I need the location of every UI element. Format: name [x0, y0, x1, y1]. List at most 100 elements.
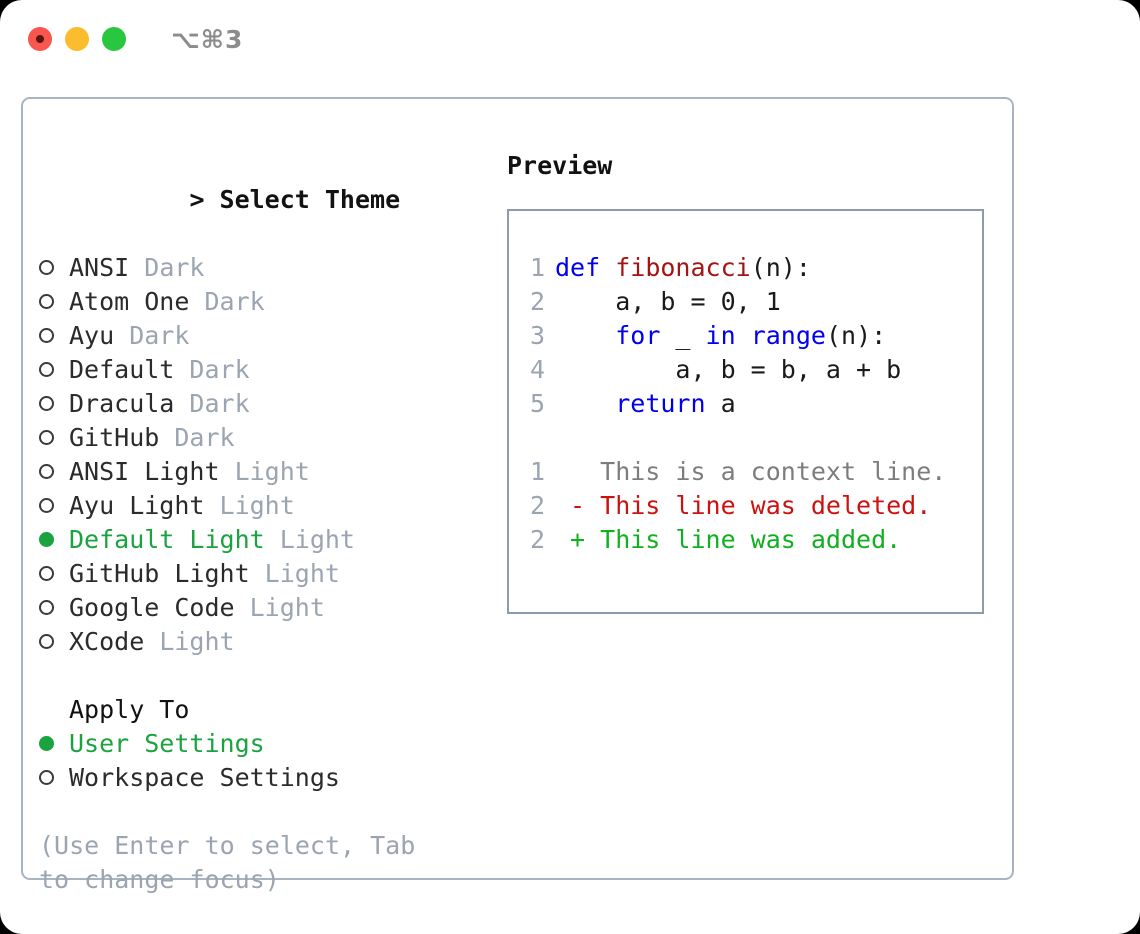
- theme-variant-tag: Light: [234, 593, 325, 622]
- theme-list-item[interactable]: Ayu Dark: [39, 319, 503, 353]
- code-token-plain: [736, 321, 751, 350]
- theme-list-item[interactable]: Atom One Dark: [39, 285, 503, 319]
- diff-text: This is a context line.: [600, 457, 947, 486]
- bullet-shape: [39, 532, 54, 547]
- theme-variant-tag: Dark: [114, 321, 190, 350]
- line-number: 3: [529, 321, 545, 350]
- theme-variant-tag: Dark: [174, 389, 250, 418]
- theme-variant-tag: Dark: [174, 355, 250, 384]
- bullet-shape: [39, 600, 54, 615]
- minimize-window-button[interactable]: [65, 27, 89, 51]
- diff-line: 1 This is a context line.: [521, 455, 982, 489]
- theme-list-item[interactable]: Ayu Light Light: [39, 489, 503, 523]
- code-token-plain: a, b = b, a + b: [555, 355, 902, 384]
- diff-sign: -: [555, 491, 601, 520]
- theme-variant-tag: Light: [144, 627, 235, 656]
- maximize-window-button[interactable]: [102, 27, 126, 51]
- bullet-shape: [39, 396, 54, 411]
- traffic-light-controls: [28, 27, 126, 51]
- bullet-shape: [39, 498, 54, 513]
- apply-to-label: User Settings: [69, 729, 265, 758]
- bullet-shape: [39, 430, 54, 445]
- theme-variant-tag: Light: [219, 457, 310, 486]
- line-number: 1: [529, 457, 545, 486]
- radio-unselected-icon: [39, 455, 69, 489]
- apply-to-heading: Apply To: [69, 695, 190, 724]
- preview-heading: Preview: [507, 151, 613, 180]
- theme-list-item[interactable]: GitHub Dark: [39, 421, 503, 455]
- heading-caret-icon: >: [189, 185, 205, 214]
- theme-list-item[interactable]: Google Code Light: [39, 591, 503, 625]
- radio-unselected-icon: [39, 625, 69, 659]
- code-token-plain: [555, 389, 615, 418]
- bullet-shape: [39, 260, 54, 275]
- apply-to-item[interactable]: User Settings: [39, 727, 503, 761]
- theme-list-item[interactable]: Default Light Light: [39, 523, 503, 557]
- code-token-plain: _: [660, 321, 706, 350]
- line-number: 1: [529, 253, 545, 282]
- theme-list-item[interactable]: ANSI Dark: [39, 251, 503, 285]
- theme-list-item[interactable]: GitHub Light Light: [39, 557, 503, 591]
- theme-name-label: ANSI Light: [69, 457, 220, 486]
- code-token-kw: def: [555, 253, 616, 282]
- bullet-shape: [39, 736, 54, 751]
- bullet-shape: [39, 294, 54, 309]
- code-token-kw: range: [750, 321, 826, 350]
- radio-unselected-icon: [39, 557, 69, 591]
- code-token-plain: (n):: [750, 253, 811, 282]
- theme-name-label: Default Light: [69, 525, 265, 554]
- code-token-plain: [555, 321, 615, 350]
- theme-variant-tag: Dark: [129, 253, 205, 282]
- line-number: 4: [529, 355, 545, 384]
- theme-list-item[interactable]: Dracula Dark: [39, 387, 503, 421]
- radio-unselected-icon: [39, 421, 69, 455]
- theme-list-item[interactable]: ANSI Light Light: [39, 455, 503, 489]
- radio-selected-icon: [39, 523, 69, 557]
- line-number: 5: [529, 389, 545, 418]
- code-token-plain: a: [705, 389, 736, 418]
- bullet-shape: [39, 328, 54, 343]
- code-token-plain: a, b = 0, 1: [555, 287, 781, 316]
- apply-to-item[interactable]: Workspace Settings: [39, 761, 503, 795]
- keyboard-shortcut-label: ⌥⌘3: [171, 24, 244, 54]
- close-window-button[interactable]: [28, 27, 52, 51]
- theme-variant-tag: Dark: [159, 423, 235, 452]
- code-diff-spacer: [521, 421, 982, 455]
- theme-variant-tag: Light: [264, 525, 355, 554]
- theme-variant-tag: Light: [249, 559, 340, 588]
- bullet-shape: [39, 770, 54, 785]
- theme-variant-tag: Light: [204, 491, 295, 520]
- bullet-shape: [39, 634, 54, 649]
- radio-unselected-icon: [39, 353, 69, 387]
- radio-unselected-icon: [39, 285, 69, 319]
- code-token-plain: (n):: [825, 321, 887, 350]
- window-titlebar: ⌥⌘3: [0, 0, 1140, 78]
- section-spacer: [39, 659, 503, 693]
- bullet-shape: [39, 362, 54, 377]
- radio-unselected-icon: [39, 761, 69, 795]
- theme-name-label: Atom One: [69, 287, 190, 316]
- theme-name-label: ANSI: [69, 253, 130, 282]
- theme-list-item[interactable]: XCode Light: [39, 625, 503, 659]
- theme-list-item[interactable]: Default Dark: [39, 353, 503, 387]
- diff-line: 2 - This line was deleted.: [521, 489, 982, 523]
- theme-name-label: Ayu: [69, 321, 115, 350]
- diff-sign: [555, 457, 600, 486]
- radio-unselected-icon: [39, 251, 69, 285]
- diff-text: This line was added.: [600, 525, 902, 554]
- code-line: 4 a, b = b, a + b: [521, 353, 982, 387]
- diff-line: 2 + This line was added.: [521, 523, 982, 557]
- theme-name-label: Google Code: [69, 593, 235, 622]
- radio-unselected-icon: [39, 489, 69, 523]
- radio-unselected-icon: [39, 387, 69, 421]
- theme-variant-tag: Dark: [189, 287, 265, 316]
- line-number: 2: [529, 287, 545, 316]
- theme-name-label: GitHub Light: [69, 559, 250, 588]
